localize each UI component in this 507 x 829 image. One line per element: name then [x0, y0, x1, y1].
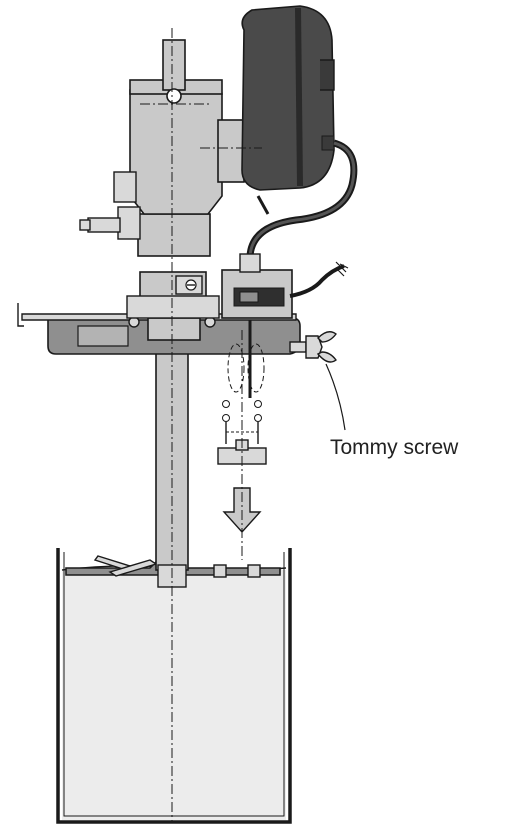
- level-sensor-box: [221, 253, 349, 319]
- side-valve: [113, 171, 137, 203]
- motor-cable-gland: [321, 135, 335, 151]
- motor-switch: [320, 59, 335, 91]
- motor-adapter: [217, 119, 245, 183]
- motor-stand: [256, 195, 270, 215]
- tommy-screw-leader-line: [325, 363, 346, 431]
- tank-walls: [56, 548, 292, 824]
- motor-body: [241, 5, 335, 191]
- air-connector: [87, 217, 121, 233]
- tank-liquid: [62, 570, 286, 820]
- pump-head-body: [129, 89, 223, 215]
- sensor-box-gland: [239, 253, 261, 273]
- tommy-screw: [289, 331, 337, 363]
- air-connector-nut: [79, 219, 91, 231]
- pump-head-lower: [137, 213, 211, 257]
- coupling-lower: [126, 295, 220, 319]
- sensor-cable-wires: [335, 261, 349, 277]
- tommy-screw-wing-top: [317, 331, 337, 343]
- pump-head: [79, 39, 245, 257]
- tommy-screw-label: Tommy screw: [330, 436, 459, 459]
- sensor-connector-window: [239, 291, 259, 303]
- float-bolt-right: [247, 564, 261, 578]
- exhaust-pipe: [162, 39, 186, 91]
- tank: [56, 548, 292, 824]
- mounting-plate-recess: [77, 325, 129, 347]
- motor-seam: [295, 7, 303, 187]
- tube-flange: [147, 317, 201, 341]
- mounting-plate-hook: [17, 303, 24, 327]
- float-bolt-left: [213, 564, 227, 578]
- tank-walls-inner: [63, 552, 285, 817]
- sensor-cable: [289, 264, 345, 298]
- tommy-screw-shaft: [289, 341, 307, 353]
- air-inlet-port: [166, 88, 182, 104]
- tommy-screw-wing-bottom: [316, 351, 337, 363]
- coupling: [126, 271, 220, 319]
- motor-housing: [241, 5, 335, 215]
- elbow-fitting: [117, 206, 141, 240]
